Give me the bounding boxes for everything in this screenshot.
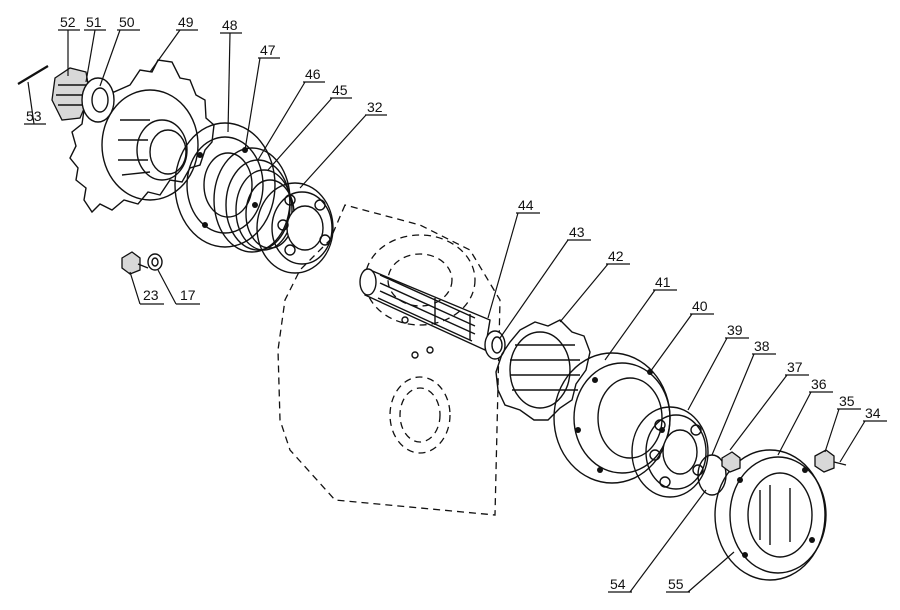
label-53: 53 xyxy=(26,108,42,124)
label-47: 47 xyxy=(260,42,276,58)
label-46: 46 xyxy=(305,66,321,82)
housing-outline xyxy=(277,204,501,516)
leader-lines xyxy=(24,29,887,593)
label-32: 32 xyxy=(367,99,383,115)
label-49: 49 xyxy=(178,14,194,30)
housing-41 xyxy=(553,352,671,484)
label-23: 23 xyxy=(143,287,159,303)
washer-50 xyxy=(81,77,115,123)
cover-36 xyxy=(714,449,827,581)
label-55: 55 xyxy=(668,576,684,592)
label-40: 40 xyxy=(692,298,708,314)
bolt-35 xyxy=(814,449,847,473)
nut-17 xyxy=(147,253,163,271)
label-44: 44 xyxy=(518,197,534,213)
label-42: 42 xyxy=(608,248,624,264)
label-45: 45 xyxy=(332,82,348,98)
label-34: 34 xyxy=(865,405,881,421)
label-38: 38 xyxy=(754,338,770,354)
label-52: 52 xyxy=(60,14,76,30)
label-35: 35 xyxy=(839,393,855,409)
label-17: 17 xyxy=(180,287,196,303)
label-41: 41 xyxy=(655,274,671,290)
bearing-39 xyxy=(631,406,709,498)
label-51: 51 xyxy=(86,14,102,30)
label-43: 43 xyxy=(569,224,585,240)
label-37: 37 xyxy=(787,359,803,375)
sprocket-49 xyxy=(69,59,215,214)
label-48: 48 xyxy=(222,17,238,33)
pin-53 xyxy=(17,65,49,85)
shaft-44 xyxy=(359,268,491,352)
disc-48 xyxy=(174,122,276,248)
label-50: 50 xyxy=(119,14,135,30)
label-36: 36 xyxy=(811,376,827,392)
bearing-32 xyxy=(256,182,334,274)
gear-42 xyxy=(495,319,591,421)
label-39: 39 xyxy=(727,322,743,338)
label-54: 54 xyxy=(610,576,626,592)
bolt-37 xyxy=(721,451,741,473)
bolt-23 xyxy=(121,251,149,275)
